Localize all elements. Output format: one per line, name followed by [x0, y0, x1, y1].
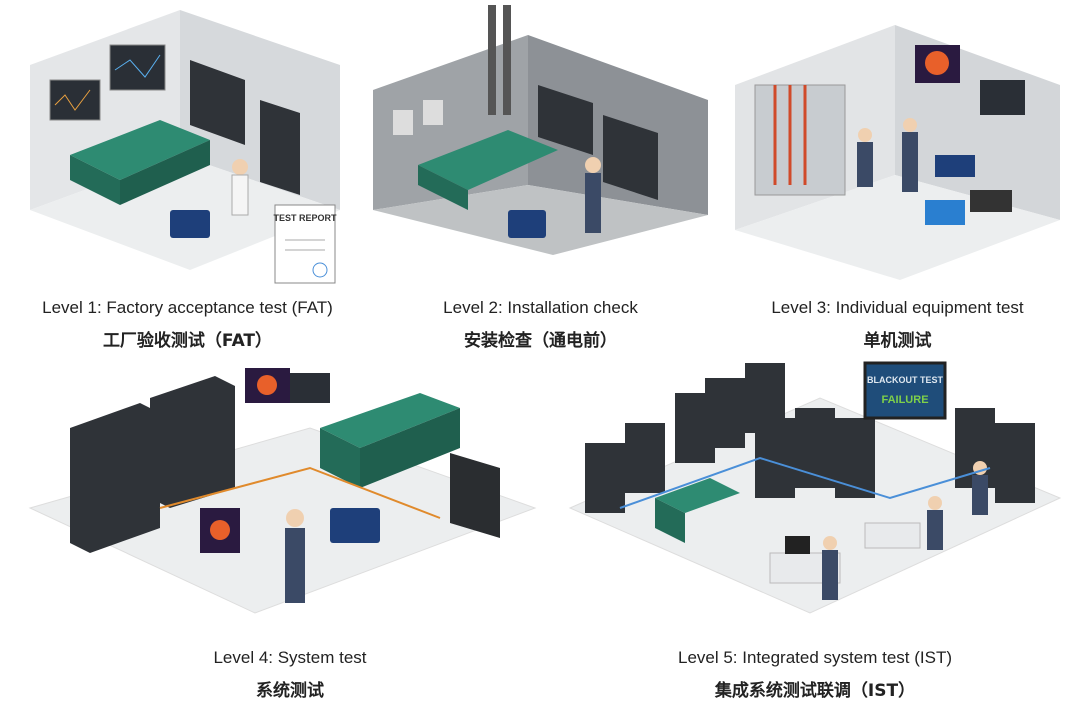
- level-3-caption-zh: 单机测试: [863, 331, 932, 351]
- blackout-test-screen: BLACKOUT TEST FAILURE: [863, 361, 947, 420]
- svg-text:FAILURE: FAILURE: [881, 394, 928, 406]
- level-2-caption-en: Level 2: Installation check: [443, 298, 638, 317]
- level-3-illustration: [735, 25, 1060, 280]
- level-5-caption-en: Level 5: Integrated system test (IST): [677, 648, 952, 667]
- level-1-caption-zh: 工厂验收测试（FAT）: [102, 331, 273, 351]
- level-2-caption-zh: 安装检查（通电前）: [464, 331, 617, 351]
- level-4-caption-zh: 系统测试: [256, 681, 324, 701]
- level-3-caption-en: Level 3: Individual equipment test: [771, 298, 1024, 317]
- level-1-caption-en: Level 1: Factory acceptance test (FAT): [42, 298, 333, 317]
- test-report-document: TEST REPORT: [273, 204, 337, 284]
- level-2-illustration: [373, 5, 708, 255]
- level-1-illustration: TEST REPORT: [30, 10, 340, 284]
- svg-text:BLACKOUT TEST: BLACKOUT TEST: [867, 375, 943, 385]
- level-5-illustration: BLACKOUT TEST FAILURE: [568, 361, 1062, 614]
- svg-text:TEST REPORT: TEST REPORT: [273, 213, 337, 223]
- level-4-caption-en: Level 4: System test: [213, 648, 367, 667]
- level-5-caption-zh: 集成系统测试联调（IST）: [714, 681, 916, 701]
- level-4-illustration: [28, 368, 537, 614]
